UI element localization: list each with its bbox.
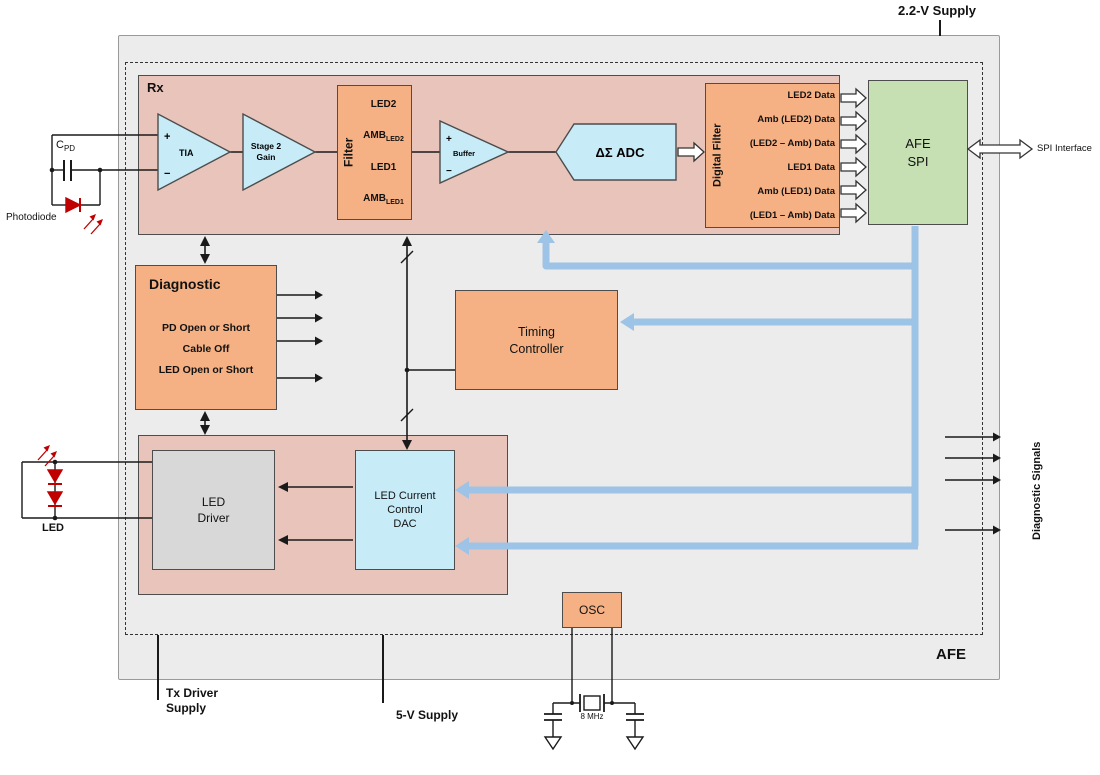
df-output: LED2 Data [787,90,835,101]
filter-ch1-sub: LED2 [385,136,404,144]
led-driver-block: LED Driver [152,450,275,570]
ground-symbol-right [625,736,645,751]
ground-symbol-left [543,736,563,751]
filter-title: Filter [341,137,356,168]
diagnostic-item: PD Open or Short [161,322,251,334]
filter-channel: LED1 [358,162,409,175]
df-output: LED1 Data [787,162,835,173]
filter-ch2-base: LED1 [370,161,397,173]
filter-block: Filter LED2 AMBLED2 LED1 AMBLED1 [337,85,412,220]
df-output: (LED1 – Amb) Data [749,210,835,221]
led-driver-line2: Driver [197,511,230,525]
filter-ch3-base: AMB [363,192,386,204]
afe-spi-line1: AFE [905,136,931,151]
cpd-label: CPD [56,139,75,153]
digital-filter-title: Digital Filter [711,123,724,188]
led-driver-line1: LED [201,495,226,509]
led-current-dac-block: LED Current Control DAC [355,450,455,570]
rx-label: Rx [147,80,164,95]
timing-controller-block: Timing Controller [455,290,618,390]
afe-label: AFE [936,646,966,663]
diagnostic-items: PD Open or Short Cable Off LED Open or S… [136,318,276,381]
filter-channels: LED2 AMBLED2 LED1 AMBLED1 [358,90,409,215]
load-capacitor-right [626,703,644,737]
diagnostic-title: Diagnostic [149,276,221,292]
light-arrows-led [37,445,57,467]
digital-filter-block: Digital Filter LED2 Data Amb (LED2) Data… [705,83,840,228]
light-arrows-photodiode [83,214,103,235]
filter-ch1-base: AMB [363,130,386,142]
osc-frequency-label: 8 MHz [580,712,604,721]
df-output: Amb (LED1) Data [757,186,835,197]
filter-channel: LED2 [358,99,409,112]
filter-ch0-base: LED2 [370,99,397,111]
led-dac-line1: LED Current [374,490,436,502]
timing-line2: Controller [509,341,564,356]
led-dac-line2: Control [387,504,423,516]
diagnostic-item: Cable Off [182,343,230,355]
led-dac-line3: DAC [393,518,417,530]
cpd-sub: PD [63,144,76,154]
filter-channel: AMBLED1 [358,193,409,206]
df-output: Amb (LED2) Data [757,114,835,125]
cpd-main: C [56,139,64,151]
df-output: (LED2 – Amb) Data [749,138,835,149]
diagnostic-block: Diagnostic PD Open or Short Cable Off LE… [135,265,277,410]
afe-spi-line2: SPI [907,154,929,169]
crystal-symbol [579,694,605,712]
filter-ch3-sub: LED1 [385,198,404,206]
osc-label: OSC [578,603,605,617]
supply-2v2-label: 2.2-V Supply [898,3,977,18]
spi-interface-label: SPI Interface [1037,143,1092,154]
led-symbols [46,469,64,507]
photodiode-label: Photodiode [6,212,57,223]
filter-channel: AMBLED2 [358,130,409,143]
digital-filter-outputs: LED2 Data Amb (LED2) Data (LED2 – Amb) D… [730,90,835,221]
osc-block: OSC [562,592,622,628]
photodiode-symbol [65,196,82,214]
diagnostic-signals-label: Diagnostic Signals [1031,441,1043,540]
load-capacitor-left [544,703,562,737]
timing-line1: Timing [517,324,556,339]
afe-dashed-boundary [125,62,983,635]
diagnostic-item: LED Open or Short [158,364,254,376]
led-label: LED [42,522,64,534]
afe-spi-block: AFE SPI [868,80,968,225]
tx-driver-supply-label: Tx Driver Supply [166,686,219,715]
supply-5v-label: 5-V Supply [396,708,459,722]
